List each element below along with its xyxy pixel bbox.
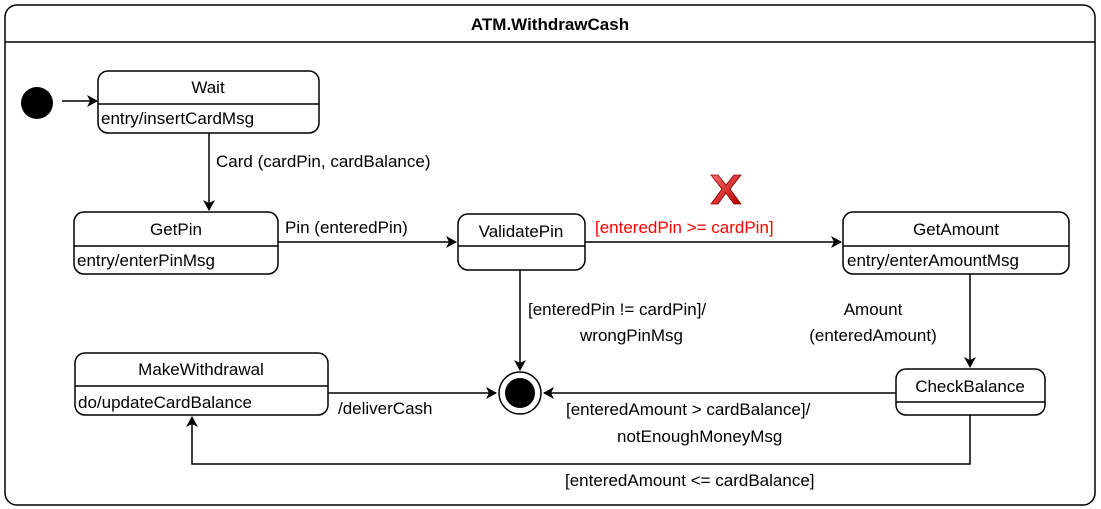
- transition-label-pin-wrong-action: wrongPinMsg: [579, 326, 683, 345]
- state-name: Wait: [191, 78, 225, 97]
- transition-label-deliver: /deliverCash: [338, 399, 433, 418]
- transition-label-sufficient: [enteredAmount <= cardBalance]: [565, 471, 815, 490]
- red-x-mark-icon: [710, 174, 742, 205]
- transition-label-pin-ok-guard: [enteredPin >= cardPin]: [595, 218, 774, 237]
- state-activity: entry/insertCardMsg: [101, 109, 254, 128]
- transition-label-amount-param: (enteredAmount): [809, 326, 937, 345]
- transition-label-card: Card (cardPin, cardBalance): [216, 152, 430, 171]
- state-wait[interactable]: Wait entry/insertCardMsg: [97, 70, 320, 134]
- state-name: MakeWithdrawal: [138, 360, 264, 379]
- state-name: CheckBalance: [915, 377, 1025, 396]
- diagram-title: ATM.WithdrawCash: [471, 15, 629, 34]
- state-getpin[interactable]: GetPin entry/enterPinMsg: [73, 211, 279, 275]
- state-name: GetAmount: [913, 220, 999, 239]
- state-validatepin[interactable]: ValidatePin: [457, 213, 586, 271]
- state-name: GetPin: [150, 220, 202, 239]
- state-checkbalance[interactable]: CheckBalance: [895, 368, 1046, 416]
- state-makewithdrawal[interactable]: MakeWithdrawal do/updateCardBalance: [74, 352, 329, 416]
- state-activity: entry/enterPinMsg: [77, 251, 215, 270]
- state-activity: entry/enterAmountMsg: [847, 251, 1019, 270]
- initial-state-node: [21, 87, 53, 119]
- state-name: ValidatePin: [479, 222, 564, 241]
- final-state-node: [498, 371, 542, 415]
- transition-checkbalance-to-makewithdrawal: [186, 415, 971, 465]
- transition-label-insufficient-guard: [enteredAmount > cardBalance]/: [566, 400, 811, 419]
- state-getamount[interactable]: GetAmount entry/enterAmountMsg: [842, 211, 1070, 275]
- transition-label-insufficient-action: notEnoughMoneyMsg: [617, 427, 782, 446]
- transition-label-amount: Amount: [844, 300, 903, 319]
- transition-label-pin: Pin (enteredPin): [285, 218, 408, 237]
- transition-label-pin-wrong-guard: [enteredPin != cardPin]/: [528, 300, 706, 319]
- state-activity: do/updateCardBalance: [78, 393, 252, 412]
